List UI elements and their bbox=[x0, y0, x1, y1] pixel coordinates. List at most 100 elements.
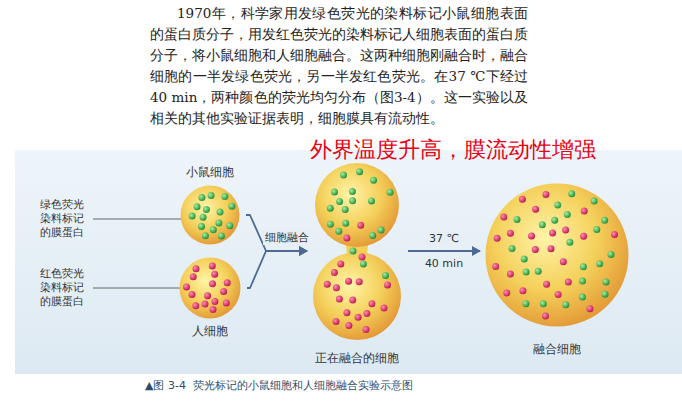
red-protein-dot bbox=[223, 299, 230, 306]
red-protein-dot bbox=[519, 196, 526, 203]
green-protein-dot bbox=[539, 221, 546, 228]
green-protein-dot bbox=[194, 203, 201, 210]
green-protein-dot bbox=[202, 232, 209, 239]
green-protein-dot bbox=[327, 221, 334, 228]
red-protein-dot bbox=[528, 233, 535, 240]
green-protein-dot bbox=[593, 226, 600, 233]
cell-membrane bbox=[180, 258, 241, 319]
green-protein-dot bbox=[554, 202, 561, 209]
cell-name: 融合细胞 bbox=[533, 341, 581, 358]
green-protein-dot bbox=[198, 223, 205, 230]
green-protein-dot bbox=[551, 217, 558, 224]
red-protein-dot bbox=[542, 313, 549, 320]
green-protein-dot bbox=[336, 198, 343, 205]
red-protein-dot bbox=[333, 318, 340, 325]
red-protein-dot bbox=[519, 287, 526, 294]
condition-label: 40 min bbox=[414, 257, 474, 270]
cell-node: 人细胞 bbox=[179, 257, 241, 319]
green-protein-dot bbox=[342, 206, 349, 213]
red-protein-dot bbox=[337, 260, 344, 267]
red-protein-dot bbox=[357, 222, 364, 229]
green-protein-dot bbox=[579, 278, 586, 285]
cell-name: 小鼠细胞 bbox=[186, 164, 234, 181]
green-protein-dot bbox=[369, 232, 376, 239]
red-protein-dot bbox=[333, 284, 340, 291]
red-protein-dot bbox=[363, 326, 370, 333]
red-protein-dot bbox=[543, 281, 550, 288]
flow-arrow bbox=[247, 251, 307, 288]
red-protein-dot bbox=[204, 292, 211, 299]
red-protein-dot bbox=[331, 269, 338, 276]
red-protein-dot bbox=[560, 258, 567, 265]
red-protein-dot bbox=[562, 227, 569, 234]
red-protein-dot bbox=[532, 246, 539, 253]
red-protein-dot bbox=[356, 278, 363, 285]
red-protein-dot bbox=[189, 291, 196, 298]
green-protein-dot bbox=[596, 260, 603, 267]
figure-panel bbox=[15, 150, 682, 374]
red-protein-dot bbox=[343, 309, 350, 316]
annotation-note: 外界温度升高，膜流动性增强 bbox=[310, 135, 596, 165]
green-protein-dot bbox=[349, 188, 356, 195]
red-protein-dot bbox=[349, 297, 356, 304]
green-protein-dot bbox=[535, 268, 542, 275]
green-protein-dot bbox=[218, 232, 225, 239]
red-protein-dot bbox=[580, 233, 587, 240]
red-protein-dot bbox=[359, 254, 366, 261]
green-protein-dot bbox=[356, 168, 363, 175]
green-protein-dot bbox=[198, 194, 205, 201]
protein-dots bbox=[492, 190, 618, 319]
green-protein-dot bbox=[579, 294, 586, 301]
red-protein-dot bbox=[565, 279, 572, 286]
green-protein-dot bbox=[210, 226, 217, 233]
protein-dots bbox=[324, 168, 394, 333]
leader-line bbox=[93, 288, 190, 289]
green-protein-dot bbox=[566, 239, 573, 246]
green-protein-dot bbox=[514, 216, 521, 223]
red-protein-dot bbox=[503, 290, 510, 297]
red-protein-dot bbox=[336, 296, 343, 303]
red-protein-dot bbox=[355, 314, 362, 321]
leader-line bbox=[93, 219, 190, 220]
red-protein-dot bbox=[507, 230, 514, 237]
green-protein-dot bbox=[215, 219, 222, 226]
green-protein-dot bbox=[387, 189, 394, 196]
red-protein-dot bbox=[224, 279, 231, 286]
green-protein-dot bbox=[228, 203, 235, 210]
green-protein-dot bbox=[208, 192, 215, 199]
green-protein-dot bbox=[349, 197, 356, 204]
red-protein-dot bbox=[209, 262, 216, 269]
green-protein-dot bbox=[203, 206, 210, 213]
green-protein-dot bbox=[217, 209, 224, 216]
green-protein-dot bbox=[591, 198, 598, 205]
red-protein-dot bbox=[202, 301, 209, 308]
cell-node: 小鼠细胞 bbox=[180, 185, 240, 245]
red-protein-dot bbox=[587, 305, 594, 312]
flow-arrow bbox=[408, 250, 480, 252]
protein-dots bbox=[183, 262, 231, 313]
red-protein-dot bbox=[190, 273, 197, 280]
green-protein-dot bbox=[350, 248, 357, 255]
red-protein-dot bbox=[384, 281, 391, 288]
red-protein-dot bbox=[220, 288, 227, 295]
green-protein-dot bbox=[342, 220, 349, 227]
red-protein-dot bbox=[343, 235, 350, 242]
body-paragraph: 1970年，科学家用发绿色荧光的染料标记小鼠细胞表面的蛋白质分子，用发红色荧光的… bbox=[150, 3, 528, 129]
green-protein-dot bbox=[335, 228, 342, 235]
red-protein-dot bbox=[492, 263, 499, 270]
green-protein-dot bbox=[378, 227, 385, 234]
cell-name: 正在融合的细胞 bbox=[315, 350, 399, 367]
green-protein-dot bbox=[189, 213, 196, 220]
callout-label: 红色荧光染料标记的膜蛋白 bbox=[40, 267, 87, 309]
green-protein-dot bbox=[580, 263, 587, 270]
cell-node: 融合细胞 bbox=[485, 183, 629, 327]
red-protein-dot bbox=[494, 235, 501, 242]
green-protein-dot bbox=[608, 251, 615, 258]
green-protein-dot bbox=[327, 205, 334, 212]
red-protein-dot bbox=[611, 231, 618, 238]
green-protein-dot bbox=[382, 272, 389, 279]
cell-shape bbox=[179, 257, 241, 319]
red-protein-dot bbox=[345, 278, 352, 285]
figure-caption: ▲图 3-4 荧光标记的小鼠细胞和人细胞融合实验示意图 bbox=[145, 378, 413, 393]
green-protein-dot bbox=[564, 211, 571, 218]
